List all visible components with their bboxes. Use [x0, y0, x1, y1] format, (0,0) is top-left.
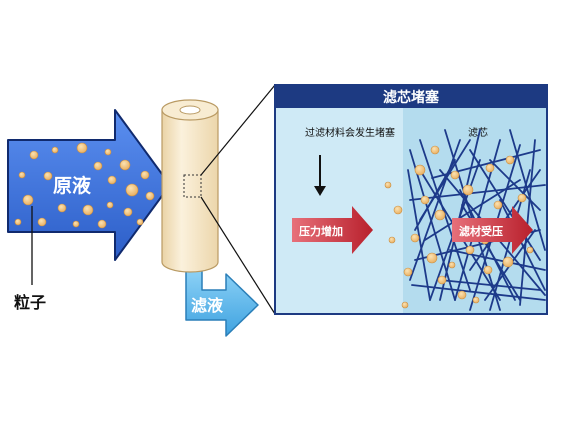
particle-dot — [450, 170, 460, 180]
fiber-strand — [439, 279, 541, 291]
particle-dot — [457, 290, 467, 300]
particle-dot — [462, 184, 474, 196]
particle-dot — [76, 142, 88, 154]
particle-dot — [57, 203, 67, 213]
particle-dot — [403, 267, 413, 277]
particle-dot — [14, 218, 22, 226]
particle-dot — [388, 236, 396, 244]
particle-dot — [384, 181, 392, 189]
particle-dot — [106, 201, 114, 209]
particle-callout: 粒子 — [14, 206, 46, 312]
particle-label: 粒子 — [14, 293, 46, 312]
particle-dot — [430, 145, 440, 155]
particle-dot — [414, 164, 426, 176]
filter-cartridge — [161, 99, 219, 273]
particle-dot — [18, 171, 26, 179]
cartridge-core-hole — [179, 105, 201, 115]
fiber-strand — [459, 189, 516, 301]
particle-dot — [140, 170, 150, 180]
fiber-strand — [519, 139, 536, 306]
particle-dot — [82, 204, 94, 216]
particle-dot — [393, 205, 403, 215]
media-stress-arrow: 滤材受压 — [452, 206, 533, 254]
particle-dot — [119, 159, 131, 171]
particle-dot — [483, 265, 493, 275]
particle-dot — [51, 146, 59, 154]
particle-dot — [448, 261, 456, 269]
filter-core-label: 滤芯 — [468, 126, 488, 139]
fiber-strand — [407, 169, 431, 301]
particle-dot — [437, 275, 447, 285]
particle-dot — [426, 252, 438, 264]
particle-dot — [485, 163, 495, 173]
particle-dot — [29, 150, 39, 160]
particle-dot — [43, 171, 53, 181]
particle-dot — [125, 183, 139, 197]
particle-dot — [107, 175, 117, 185]
particle-dot — [410, 233, 420, 243]
filtrate-arrow: 滤液 — [185, 267, 259, 337]
zoom-connectors — [200, 84, 276, 315]
clogging-note: 过滤材料会发生堵塞 — [305, 126, 395, 139]
fiber-strand — [409, 139, 461, 281]
panel-title: 滤芯堵塞 — [383, 89, 440, 106]
particle-dot — [97, 219, 107, 229]
trapped-particles — [384, 145, 534, 309]
particle-dot — [401, 301, 409, 309]
particle-dot — [505, 155, 515, 165]
panel-header — [275, 85, 547, 108]
pressure-rise-label: 压力增加 — [299, 224, 343, 238]
particle-dot — [104, 148, 112, 156]
particle-dot — [145, 191, 155, 201]
fiber-strand — [409, 184, 546, 201]
flow-down-arrow — [314, 155, 326, 196]
particle-dot — [493, 200, 503, 210]
particle-dot — [37, 217, 47, 227]
particle-dot — [93, 161, 103, 171]
particle-dot — [517, 193, 527, 203]
raw-liquid-arrow: 原液 — [7, 109, 171, 261]
inlet-particles — [14, 142, 155, 229]
media-stressed-label: 滤材受压 — [459, 224, 503, 238]
particle-dot — [502, 256, 514, 268]
fiber-strand — [419, 139, 471, 221]
particle-dot — [472, 296, 480, 304]
zoom-region-marker — [183, 174, 202, 198]
particle-dot — [434, 209, 446, 221]
particle-dot — [465, 245, 475, 255]
particle-dot — [123, 207, 133, 217]
fiber-strand — [449, 249, 546, 271]
particle-dot — [22, 194, 34, 206]
fiber-strand — [499, 199, 546, 291]
particle-dot — [526, 246, 534, 254]
raw-liquid-label: 原液 — [53, 174, 92, 197]
clogging-detail-panel: 滤芯堵塞 过滤材料会发生堵塞 滤芯 压力增加 滤材受压 — [274, 84, 548, 315]
particle-dot — [420, 195, 430, 205]
particle-dot — [136, 218, 144, 226]
fiber-strand — [409, 149, 456, 301]
pressure-rise-arrow: 压力增加 — [292, 206, 373, 254]
particle-dot — [72, 220, 80, 228]
filtrate-label: 滤液 — [191, 296, 224, 315]
fiber-strand — [469, 149, 541, 261]
